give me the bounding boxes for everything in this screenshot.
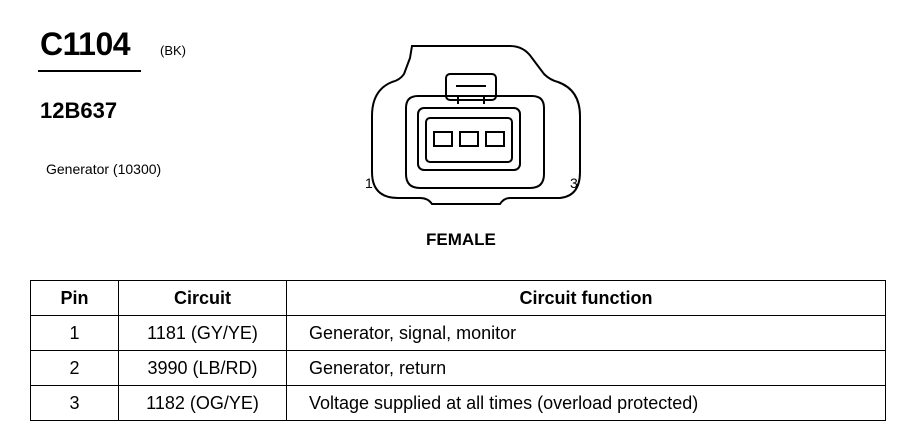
circuit-code: 3990 (LB/RD): [118, 350, 287, 386]
terminal-cavity: [425, 117, 513, 163]
connector-id-underline: [38, 70, 141, 72]
table-row: 2 3990 (LB/RD) Generator, return: [30, 350, 886, 386]
table-row: 3 1182 (OG/YE) Voltage supplied at all t…: [30, 385, 886, 421]
connector-gender: FEMALE: [426, 230, 496, 249]
connector-outer-housing: [371, 45, 581, 205]
circuit-function: Generator, return: [286, 350, 886, 386]
pin-slot-2: [459, 131, 479, 147]
circuit-function: Generator, signal, monitor: [286, 315, 886, 351]
header-circuit-function: Circuit function: [286, 280, 886, 316]
component-name: Generator (10300): [46, 161, 162, 177]
pin-number: 2: [30, 350, 119, 386]
connector-id: C1104: [40, 26, 131, 62]
locking-tab: [445, 73, 497, 101]
pin-label-right: 3: [570, 175, 578, 191]
table-row: 1 1181 (GY/YE) Generator, signal, monito…: [30, 315, 886, 351]
pin-number: 3: [30, 385, 119, 421]
connector-inner-shroud: [405, 95, 545, 189]
pin-slot-3: [485, 131, 505, 147]
pin-number: 1: [30, 315, 119, 351]
header-circuit: Circuit: [118, 280, 287, 316]
pin-label-left: 1: [365, 175, 373, 191]
pinout-table: Pin Circuit Circuit function 1 1181 (GY/…: [30, 280, 886, 421]
pin-slot-1: [433, 131, 453, 147]
terminal-body: [417, 107, 521, 171]
header-pin: Pin: [30, 280, 119, 316]
circuit-code: 1182 (OG/YE): [118, 385, 287, 421]
circuit-function: Voltage supplied at all times (overload …: [286, 385, 886, 421]
table-header-row: Pin Circuit Circuit function: [30, 280, 886, 316]
connector-color: (BK): [160, 43, 186, 58]
circuit-code: 1181 (GY/YE): [118, 315, 287, 351]
part-number: 12B637: [40, 98, 118, 123]
